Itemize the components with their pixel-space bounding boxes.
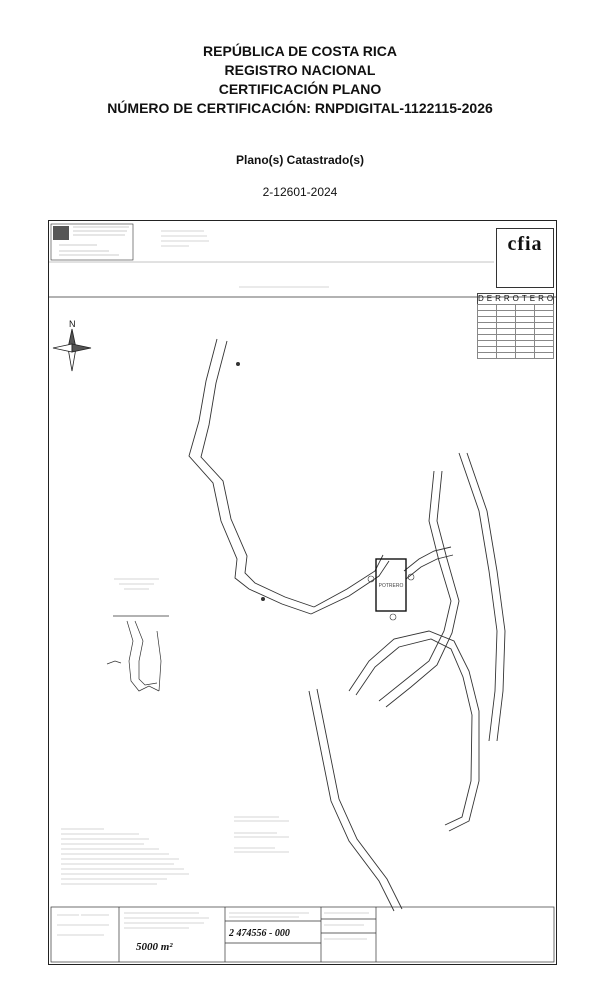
plan-number: 2-12601-2024 [262,185,338,199]
property-parcel [375,558,407,612]
registry-logo [53,226,69,240]
area-value: 5000 m² [136,941,173,953]
header-doc-type: CERTIFICACIÓN PLANO [218,81,382,97]
derrotero-table: DERROTERO [477,293,554,359]
road-east [308,452,506,912]
cfia-stamp: cfia [496,228,554,288]
north-label: N [69,319,76,329]
road-main [188,338,315,615]
plans-label: Plano(s) Catastrado(s) [235,153,365,167]
finca-number: 2 474556 - 000 [228,928,290,939]
cfia-logo: cfia [507,233,543,255]
notes-lines [61,816,289,885]
cadastral-plan-sheet: POTRERO [48,220,557,965]
derrotero-title: DERROTERO [477,293,557,304]
header-country: REPÚBLICA DE COSTA RICA [203,43,397,59]
plan-drawing: POTRERO [49,223,556,963]
location-inset [106,615,169,692]
parcel-label: POTRERO [379,583,404,589]
north-arrow [52,328,92,372]
header-registry: REGISTRO NACIONAL [224,62,376,78]
registry-stamp-box [50,223,134,261]
header-cert-number: NÚMERO DE CERTIFICACIÓN: RNPDIGITAL-1122… [107,100,493,116]
title-block [50,906,555,963]
